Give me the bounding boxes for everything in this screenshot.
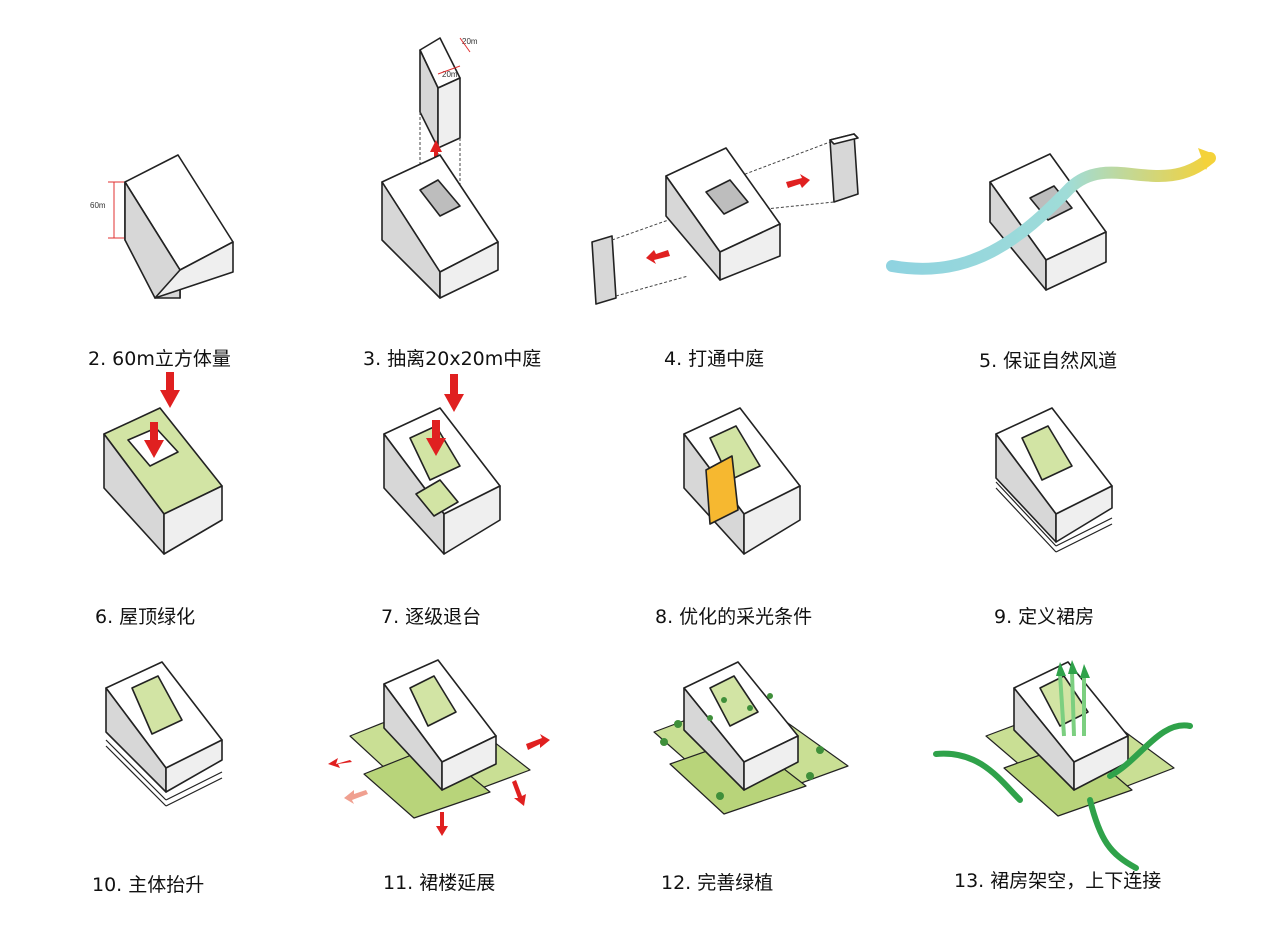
- cube-diagram: 60m: [90, 154, 234, 299]
- step-8-diagram: [640, 370, 960, 670]
- width-label-2: 20m: [442, 70, 458, 79]
- up-arrows: [1058, 671, 1086, 737]
- step-12-diagram: [640, 640, 960, 940]
- daylight-face: [705, 455, 739, 525]
- podium-extension-diagram: [328, 659, 550, 836]
- height-dimension-label: 60m: [90, 201, 106, 210]
- cube-front: [124, 181, 181, 299]
- caption-step-13: 13. 裙房架空，上下连接: [954, 870, 1162, 892]
- step-7-diagram: [320, 370, 640, 670]
- step-4-diagram: [591, 30, 960, 330]
- step-9-diagram: [960, 370, 1280, 670]
- caption-step-11: 11. 裙楼延展: [383, 872, 496, 894]
- greenery-diagram: [653, 661, 849, 815]
- step-3-diagram: 20m 20m: [320, 30, 640, 330]
- caption-step-12: 12. 完善绿植: [661, 872, 774, 894]
- tree-group: [660, 693, 824, 800]
- open-courtyard-diagram: [591, 133, 859, 305]
- step-6-diagram: [0, 370, 320, 670]
- caption-step-5: 5. 保证自然风道: [979, 350, 1118, 372]
- cube-right: [154, 241, 234, 299]
- width-label-1: 20m: [462, 37, 478, 46]
- arrow-se: [512, 780, 526, 806]
- daylight-diagram: [683, 407, 801, 555]
- down-arrow-2: [144, 422, 164, 458]
- step-13-diagram: [933, 640, 1280, 940]
- down-arrow: [444, 374, 464, 412]
- roof-greening-diagram: [103, 372, 223, 555]
- caption-step-9: 9. 定义裙房: [994, 606, 1095, 628]
- step-10-diagram: [0, 640, 320, 940]
- terraced-setback-diagram: [383, 374, 501, 555]
- caption-step-6: 6. 屋顶绿化: [95, 606, 196, 628]
- caption-step-4: 4. 打通中庭: [664, 348, 765, 370]
- left-arrow: [646, 250, 670, 264]
- podium-elevated-diagram: [933, 660, 1193, 871]
- down-arrow-1: [160, 372, 180, 408]
- wind-flow-path: [886, 152, 1216, 275]
- step-11-diagram: [320, 640, 640, 940]
- right-arrow: [786, 174, 810, 188]
- down-arrow-2: [426, 420, 446, 456]
- caption-step-8: 8. 优化的采光条件: [655, 606, 813, 628]
- green-stream-bottom: [1087, 797, 1139, 871]
- wind-corridor-diagram: [886, 148, 1216, 291]
- podium-definition-diagram: [995, 407, 1113, 553]
- step-5-diagram: [886, 30, 1280, 330]
- arrow-ne: [526, 734, 550, 750]
- caption-step-3: 3. 抽离20x20m中庭: [363, 348, 542, 370]
- green-stream-right: [1107, 722, 1193, 779]
- up-arrow: [430, 140, 442, 168]
- green-stream-left: [933, 750, 1023, 803]
- wind-arrowhead: [1198, 148, 1214, 170]
- caption-step-7: 7. 逐级退台: [381, 606, 482, 628]
- caption-step-2: 2. 60m立方体量: [88, 348, 231, 370]
- arrow-nw: [328, 758, 352, 768]
- arrow-sw: [344, 790, 368, 804]
- courtyard-extraction-diagram: 20m 20m: [381, 37, 499, 299]
- main-body-lift-diagram: [105, 661, 223, 807]
- caption-step-10: 10. 主体抬升: [92, 874, 205, 896]
- step-2-diagram: 60m: [0, 30, 320, 330]
- arrow-s: [436, 812, 448, 836]
